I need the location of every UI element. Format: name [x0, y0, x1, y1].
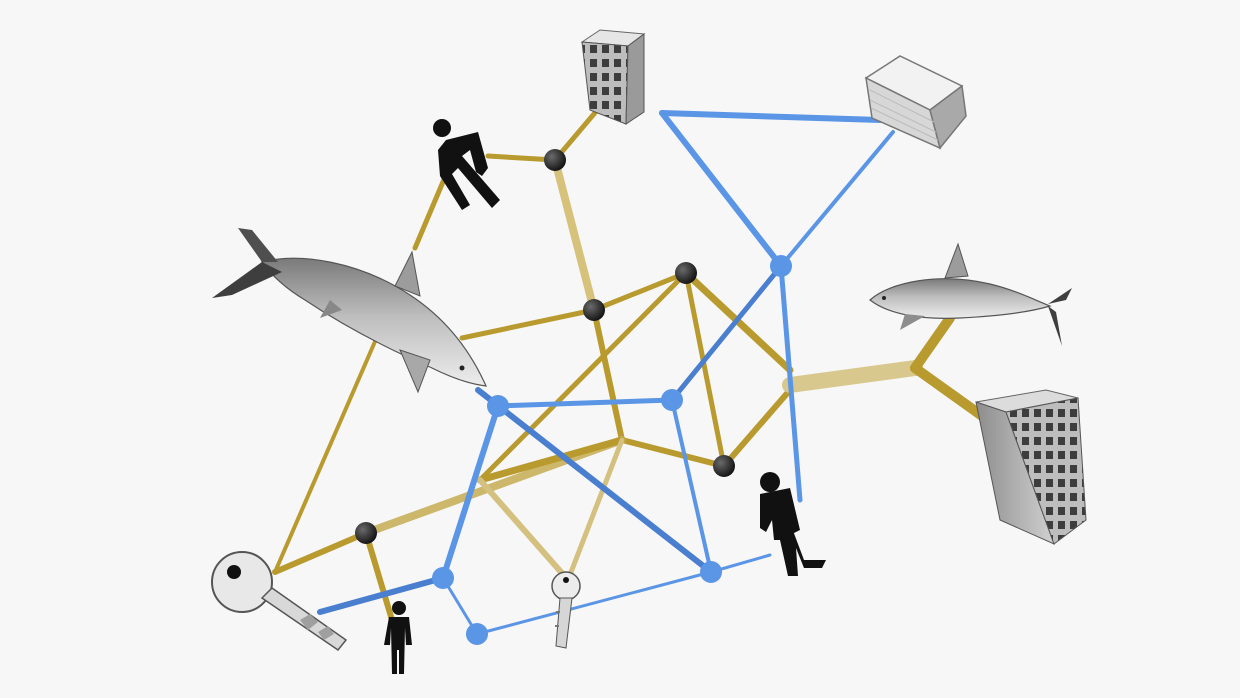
shark-icon — [869, 242, 1072, 346]
dark-node-icon — [583, 299, 605, 321]
person-icon — [384, 601, 412, 674]
blue-node-icon — [661, 389, 683, 411]
blue-links — [317, 110, 895, 636]
dark-node-icon — [355, 522, 377, 544]
building-icon — [580, 29, 646, 125]
building-icon — [975, 389, 1087, 545]
blue-node-icon — [700, 561, 722, 583]
gold-links — [272, 92, 990, 633]
blue-node-icon — [770, 255, 792, 277]
blue-nodes — [432, 255, 792, 645]
blue-node-icon — [487, 395, 509, 417]
dark-node-icon — [675, 262, 697, 284]
house-icon — [864, 55, 967, 150]
key-icon — [211, 551, 348, 652]
person-icon — [760, 472, 826, 576]
dark-node-icon — [713, 455, 735, 477]
person-icon — [433, 119, 500, 210]
dark-node-icon — [544, 149, 566, 171]
dark-nodes — [355, 149, 735, 544]
blue-node-icon — [432, 567, 454, 589]
blue-node-icon — [466, 623, 488, 645]
shark-icon — [212, 228, 487, 394]
key-icon — [551, 571, 581, 649]
